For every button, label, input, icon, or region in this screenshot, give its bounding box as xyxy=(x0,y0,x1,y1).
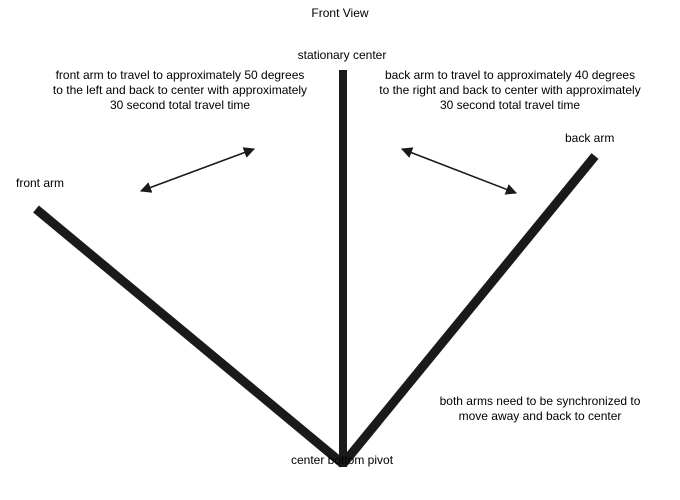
center-bottom-pivot-label: center bottom pivot xyxy=(290,453,394,467)
back-arm-bar xyxy=(339,153,599,467)
diagram-title: Front View xyxy=(311,6,369,20)
front-arm-motion-line-3: 30 second total travel time xyxy=(109,98,251,112)
front-arm-motion-line-1: front arm to travel to approximately 50 … xyxy=(55,68,305,82)
synchronization-line-2: move away and back to center xyxy=(458,409,622,423)
back-arm-motion-note: back arm to travel to approximately 40 d… xyxy=(355,68,665,113)
back-arm-motion-line-2: to the right and back to center with app… xyxy=(379,83,641,97)
back-arm-motion-line-3: 30 second total travel time xyxy=(439,98,581,112)
back-arm-label: back arm xyxy=(565,131,615,145)
front-arm-label: front arm xyxy=(16,176,65,190)
front-arm-motion-line-2: to the left and back to center with appr… xyxy=(52,83,308,97)
synchronization-line-1: both arms need to be synchronized to xyxy=(439,394,641,408)
front-arm-motion-note: front arm to travel to approximately 50 … xyxy=(15,68,345,113)
back-arm-motion-line-1: back arm to travel to approximately 40 d… xyxy=(384,68,636,82)
front-arm-bar xyxy=(33,205,346,468)
back-arm-travel-arrow xyxy=(400,147,518,195)
synchronization-note: both arms need to be synchronized to mov… xyxy=(420,394,660,424)
stationary-center-label: stationary center xyxy=(297,48,387,62)
front-arm-travel-arrow xyxy=(139,147,256,193)
